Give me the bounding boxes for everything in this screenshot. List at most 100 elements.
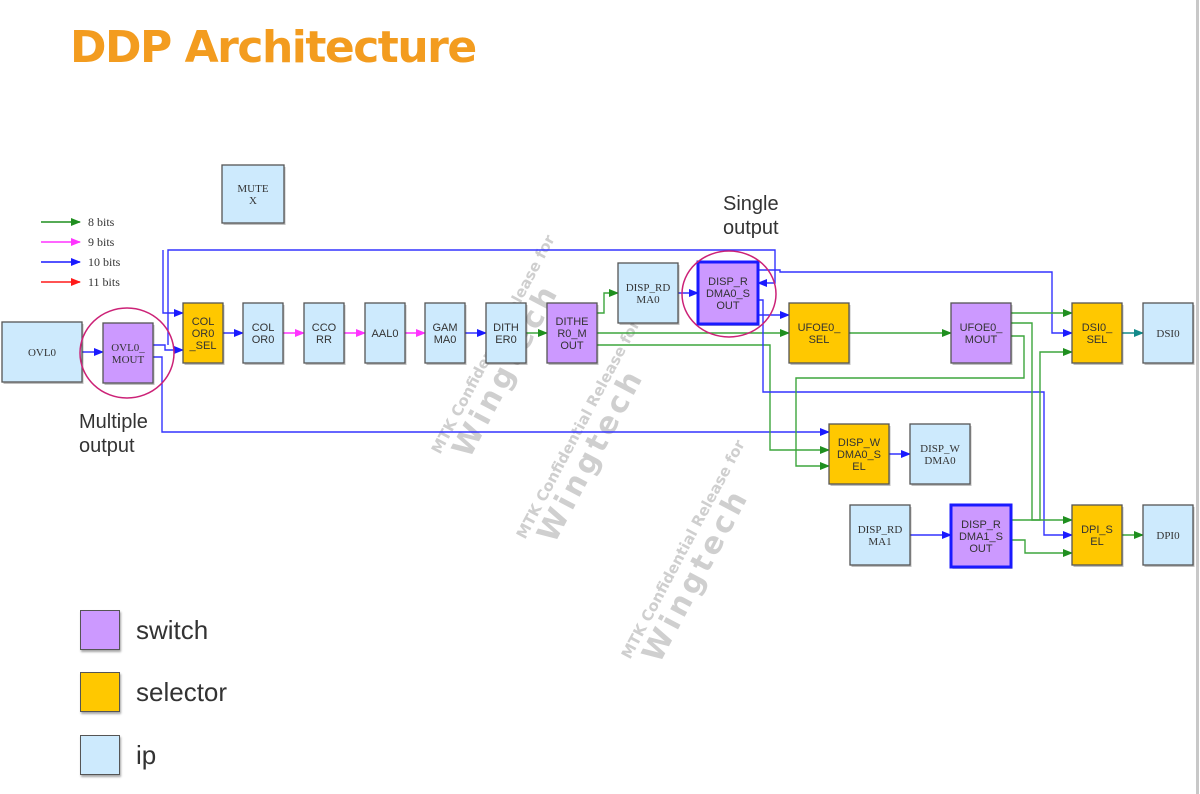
block-label: DMA0 bbox=[924, 455, 956, 467]
connector-line bbox=[1011, 539, 1073, 557]
bit-legend-label: 8 bits bbox=[88, 215, 115, 229]
block-label: OVL0_ bbox=[111, 342, 145, 354]
connector-line bbox=[597, 289, 619, 314]
block-label: DITHE bbox=[556, 316, 589, 328]
block-label: MUTE bbox=[237, 183, 268, 195]
block-label: R0_M bbox=[557, 328, 586, 340]
block-label: DMA0_S bbox=[706, 288, 750, 300]
bit-legend-label: 10 bits bbox=[88, 255, 121, 269]
block-label: DISP_W bbox=[920, 443, 960, 455]
single-output-circle bbox=[681, 250, 777, 338]
bit-legend-item: 9 bits bbox=[41, 235, 115, 249]
block-dpi0: DPI0 bbox=[1142, 504, 1195, 567]
bit-legend-item: 11 bits bbox=[41, 275, 120, 289]
block-label: GAM bbox=[432, 322, 457, 334]
switch-swatch bbox=[80, 610, 120, 650]
block-label: MA0 bbox=[636, 294, 660, 306]
block-ovl0: OVL0 bbox=[1, 321, 84, 384]
block-aal0: AAL0 bbox=[364, 302, 407, 365]
connector-line bbox=[758, 299, 1073, 539]
block-label: DITH bbox=[493, 322, 519, 334]
connector-line bbox=[162, 250, 184, 317]
multiple-output-label: output bbox=[79, 435, 135, 457]
block-label: COL bbox=[252, 322, 275, 334]
legend-switch: switch bbox=[80, 610, 208, 650]
block-label: DISP_R bbox=[961, 519, 1001, 531]
legend-switch-label: switch bbox=[136, 614, 209, 645]
block-label: DISP_RD bbox=[858, 524, 903, 536]
bit-legend-label: 9 bits bbox=[88, 235, 115, 249]
block-label: COL bbox=[192, 316, 215, 328]
connector-line bbox=[758, 269, 1073, 337]
block-label: DMA1_S bbox=[959, 531, 1003, 543]
block-label: OVL0 bbox=[28, 347, 57, 359]
connector-line bbox=[597, 344, 830, 454]
block-label: MOUT bbox=[112, 354, 145, 366]
bit-width-legend: 8 bits 9 bits 10 bits 11 bits bbox=[41, 215, 121, 289]
multiple-output-label: Multiple bbox=[79, 411, 148, 433]
bit-legend-item: 10 bits bbox=[41, 255, 121, 269]
block-ufoe0-mout: UFOE0_MOUT bbox=[950, 302, 1013, 365]
block-label: OUT bbox=[969, 543, 993, 555]
legend-ip-label: ip bbox=[136, 739, 157, 770]
ip-swatch bbox=[80, 735, 120, 775]
block-label: OUT bbox=[716, 300, 740, 312]
single-output-label: output bbox=[723, 217, 779, 239]
block-label: ER0 bbox=[495, 334, 516, 346]
block-label: OUT bbox=[560, 340, 584, 352]
block-label: DISP_W bbox=[838, 437, 881, 449]
block-dpi-sel: DPI_SEL bbox=[1071, 504, 1124, 567]
connector-line bbox=[795, 335, 1025, 470]
block-label: _SEL bbox=[189, 340, 217, 352]
selector-swatch bbox=[80, 672, 120, 712]
page-title: DDP Architecture bbox=[70, 22, 477, 73]
block-label: MA0 bbox=[434, 334, 457, 346]
block-dsi0: DSI0 bbox=[1142, 302, 1195, 365]
block-label: MA1 bbox=[868, 536, 891, 548]
connector-line bbox=[153, 344, 184, 354]
block-label: EL bbox=[852, 461, 865, 473]
block-label: DSI0 bbox=[1156, 328, 1180, 340]
block-label: DISP_RD bbox=[626, 282, 671, 294]
legend-ip: ip bbox=[80, 735, 156, 775]
block-label: DPI0 bbox=[1156, 530, 1180, 542]
block-label: OR0 bbox=[192, 328, 215, 340]
block-label: UFOE0_ bbox=[960, 322, 1004, 334]
block-label: SEL bbox=[809, 334, 830, 346]
block-label: UFOE0_ bbox=[798, 322, 842, 334]
block-label: EL bbox=[1090, 536, 1103, 548]
block-ovl0-mout: OVL0_MOUT bbox=[102, 322, 155, 385]
connections bbox=[82, 249, 1144, 557]
connector-line bbox=[1011, 348, 1073, 521]
block-label: DISP_R bbox=[708, 276, 748, 288]
block-label: RR bbox=[316, 334, 332, 346]
block-label: CCO bbox=[312, 322, 337, 334]
legend-selector: selector bbox=[80, 672, 227, 712]
block-label: MOUT bbox=[965, 334, 998, 346]
block-label: SEL bbox=[1087, 334, 1108, 346]
page-border bbox=[1196, 0, 1199, 794]
block-label: OR0 bbox=[252, 334, 275, 346]
bit-legend-item: 8 bits bbox=[41, 215, 115, 229]
bit-legend-label: 11 bits bbox=[88, 275, 120, 289]
block-label: DPI_S bbox=[1081, 524, 1113, 536]
block-ufoe0-sel: UFOE0_SEL bbox=[788, 302, 851, 365]
block-label: X bbox=[249, 195, 257, 207]
connector-line bbox=[1011, 322, 1073, 524]
block-label: DSI0_ bbox=[1082, 322, 1113, 334]
